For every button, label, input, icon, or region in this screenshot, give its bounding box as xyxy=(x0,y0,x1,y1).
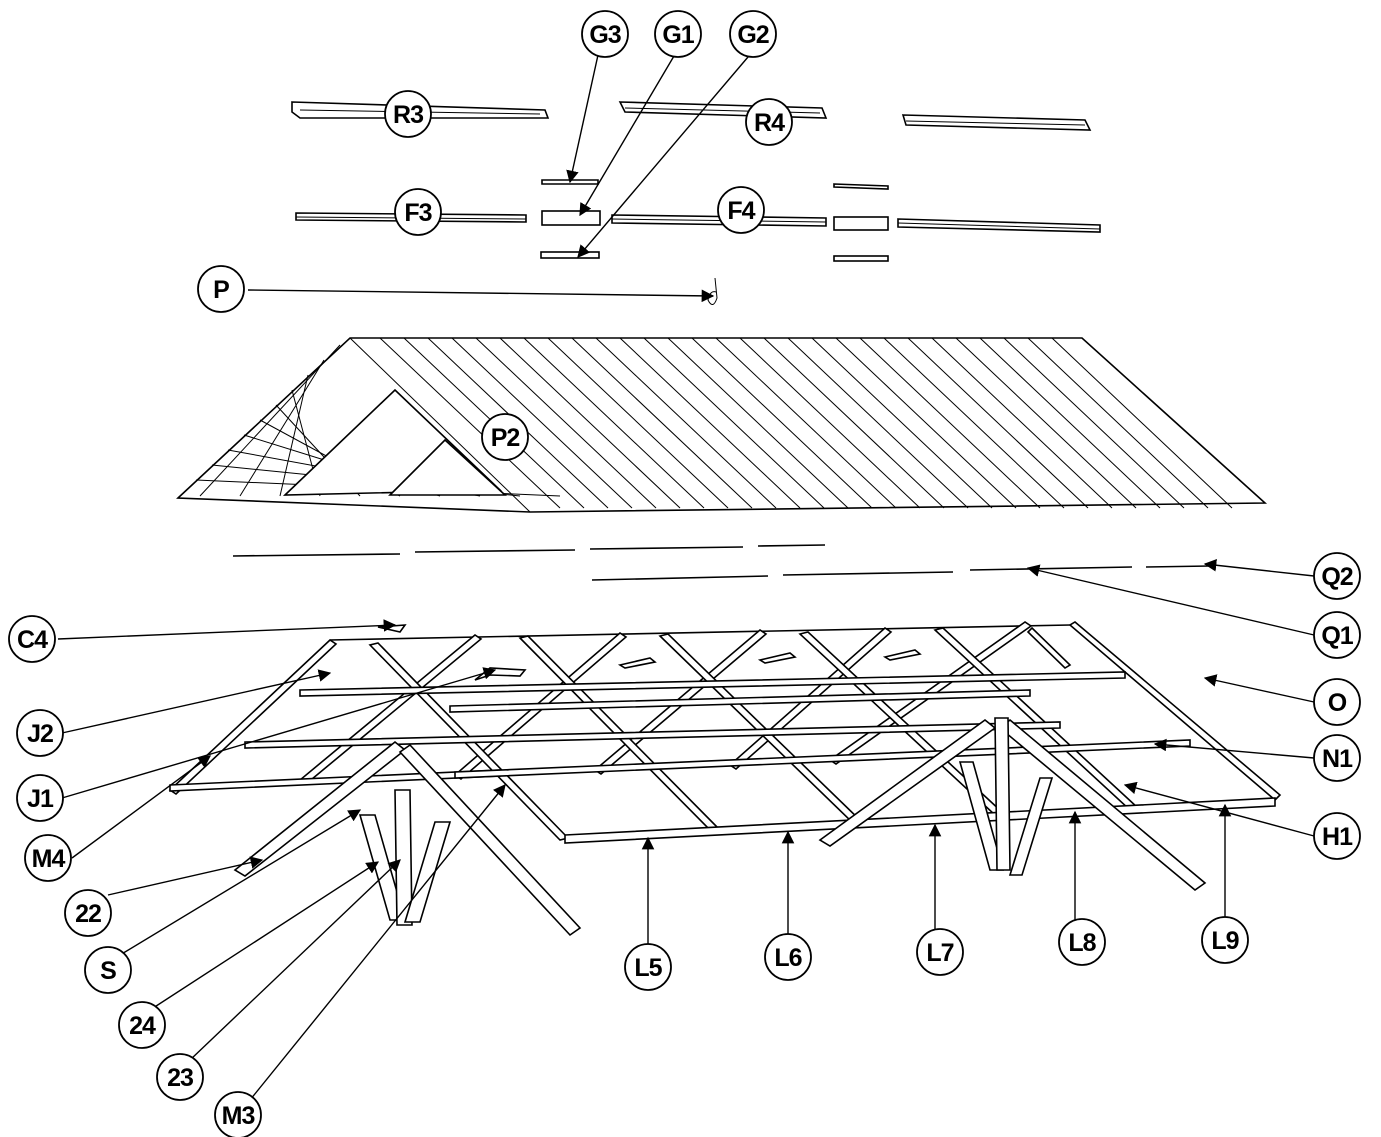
callout-circle xyxy=(24,834,72,882)
callout-circle xyxy=(394,188,442,236)
callout-label: C4 xyxy=(17,626,48,654)
callout-g2: G2 xyxy=(729,10,777,58)
callout-label: O xyxy=(1328,689,1347,717)
ridge-cap-r4 xyxy=(618,101,828,119)
callout-label: L7 xyxy=(926,939,953,967)
ridge-beam-right xyxy=(897,218,1101,233)
roof-panels-p2 xyxy=(176,337,1268,513)
callout-label: L9 xyxy=(1211,927,1238,955)
callout-c4: C4 xyxy=(8,615,56,663)
callout-l6: L6 xyxy=(764,933,812,981)
callout-22: 22 xyxy=(64,889,112,937)
callout-g1: G1 xyxy=(654,10,702,58)
callout-circle xyxy=(1313,552,1361,600)
callout-f4: F4 xyxy=(717,186,765,234)
callout-circle xyxy=(16,774,64,822)
callout-circle xyxy=(118,1001,166,1049)
callout-circle xyxy=(384,90,432,138)
callout-circle xyxy=(729,10,777,58)
callout-circle xyxy=(624,943,672,991)
callout-label: L5 xyxy=(634,954,662,982)
joiner-g2 xyxy=(540,251,889,262)
callout-label: 23 xyxy=(167,1064,193,1092)
callout-circle xyxy=(8,615,56,663)
callout-circle xyxy=(481,413,529,461)
callout-label: F4 xyxy=(727,197,755,225)
callout-g3: G3 xyxy=(581,10,629,58)
callout-circle xyxy=(654,10,702,58)
callout-circle xyxy=(84,946,132,994)
callout-r4: R4 xyxy=(745,98,793,146)
callout-label: N1 xyxy=(1322,745,1353,773)
callout-label: Q2 xyxy=(1321,563,1352,591)
callout-label: S xyxy=(100,957,116,985)
callout-label: J2 xyxy=(27,720,53,748)
callout-label: P2 xyxy=(491,424,520,452)
callout-label: L6 xyxy=(774,944,801,972)
leader-lines xyxy=(57,54,1315,1101)
callout-circle xyxy=(1201,916,1249,964)
joiner-g3 xyxy=(541,179,889,190)
callout-j2: J2 xyxy=(16,709,64,757)
callout-o: O xyxy=(1313,678,1361,726)
callout-label: Q1 xyxy=(1321,622,1353,650)
roof-frame xyxy=(168,621,1282,937)
callout-circle xyxy=(745,98,793,146)
callout-circle xyxy=(1313,734,1361,782)
callout-circle xyxy=(156,1053,204,1101)
callout-label: 22 xyxy=(75,900,101,928)
callout-24: 24 xyxy=(118,1001,166,1049)
callout-label: R3 xyxy=(393,101,423,129)
bolt-p xyxy=(707,277,718,305)
callout-q2: Q2 xyxy=(1313,552,1361,600)
callout-l8: L8 xyxy=(1058,918,1106,966)
callout-s: S xyxy=(84,946,132,994)
callout-circle xyxy=(764,933,812,981)
callout-l7: L7 xyxy=(916,928,964,976)
callout-label: M3 xyxy=(222,1102,255,1130)
ridge-cap-right xyxy=(901,114,1092,131)
callout-f3: F3 xyxy=(394,188,442,236)
callout-label: J1 xyxy=(27,785,54,813)
callout-j1: J1 xyxy=(16,774,64,822)
callout-label: G2 xyxy=(737,21,768,49)
callout-circle xyxy=(16,709,64,757)
callout-label: M4 xyxy=(32,845,66,873)
callout-m4: M4 xyxy=(24,834,72,882)
callout-h1: H1 xyxy=(1313,812,1361,860)
callout-circle xyxy=(197,265,245,313)
callout-label: R4 xyxy=(754,109,785,137)
callout-n1: N1 xyxy=(1313,734,1361,782)
callout-23: 23 xyxy=(156,1053,204,1101)
callout-circle xyxy=(64,889,112,937)
callout-label: P xyxy=(213,276,229,304)
callout-p: P xyxy=(197,265,245,313)
callout-circle xyxy=(581,10,629,58)
callout-label: H1 xyxy=(1322,823,1353,851)
callout-m3: M3 xyxy=(214,1091,262,1137)
callout-l9: L9 xyxy=(1201,916,1249,964)
callout-l5: L5 xyxy=(624,943,672,991)
callout-label: F3 xyxy=(404,199,431,227)
callout-circle xyxy=(1313,678,1361,726)
purlin-strips xyxy=(232,544,1211,581)
callout-label: G1 xyxy=(662,21,694,49)
callout-label: 24 xyxy=(129,1012,156,1040)
callout-label: L8 xyxy=(1068,929,1096,957)
ridge-beam-f4 xyxy=(611,214,827,227)
callout-circle xyxy=(214,1091,262,1137)
callout-label: G3 xyxy=(589,21,620,49)
callout-circle xyxy=(1058,918,1106,966)
callout-p2: P2 xyxy=(481,413,529,461)
callout-r3: R3 xyxy=(384,90,432,138)
callout-q1: Q1 xyxy=(1313,611,1361,659)
callout-circle xyxy=(916,928,964,976)
callout-circle xyxy=(717,186,765,234)
callout-circle xyxy=(1313,611,1361,659)
callout-circle xyxy=(1313,812,1361,860)
